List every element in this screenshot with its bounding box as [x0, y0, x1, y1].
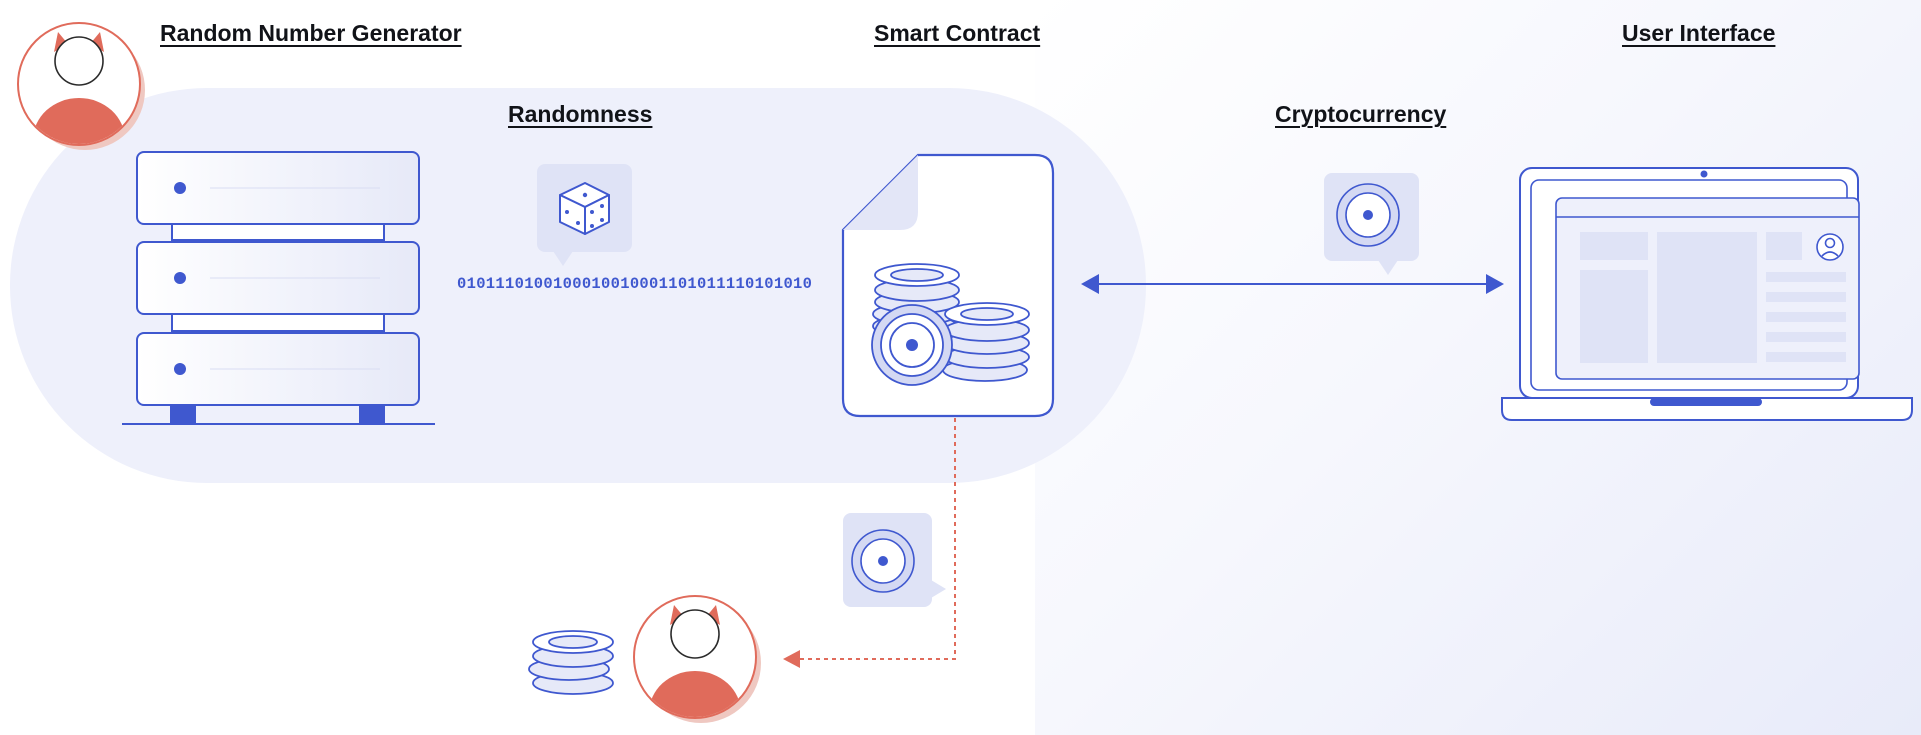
- binary-stream: 0101110100100010010001101011110101010: [457, 275, 813, 293]
- coin-stack-icon: [871, 263, 1030, 386]
- randomness-label: Randomness: [508, 101, 653, 127]
- rng-user-avatar-icon: [17, 22, 145, 150]
- dice-bubble: [537, 164, 632, 266]
- rng-label: Random Number Generator: [160, 20, 462, 46]
- smart-contract-label: Smart Contract: [874, 20, 1041, 46]
- server-rack-icon: [122, 151, 435, 425]
- transaction-arrow: [1081, 274, 1504, 294]
- dice-icon: [559, 182, 610, 235]
- laptop-icon: [1501, 167, 1913, 421]
- cryptocurrency-label: Cryptocurrency: [1275, 101, 1447, 127]
- payout-bubble: [843, 513, 946, 607]
- crypto-bubble: [1324, 173, 1419, 275]
- user-interface-label: User Interface: [1622, 20, 1776, 46]
- winner-avatar-icon: [633, 595, 761, 723]
- contract-document-icon: [841, 153, 1055, 418]
- payout-arrow: [783, 418, 956, 668]
- payout-coin-stack-icon: [528, 630, 614, 695]
- coin-icon: [1336, 183, 1400, 247]
